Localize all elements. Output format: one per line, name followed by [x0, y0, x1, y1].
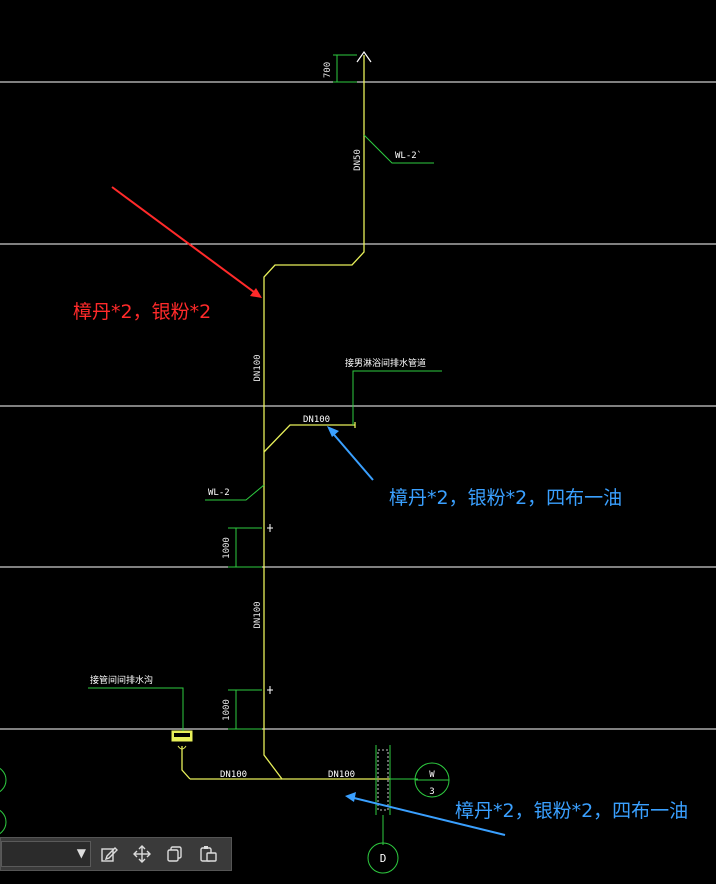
floor-drain-icon [171, 730, 193, 750]
axis-bubble-left-2 [0, 809, 7, 835]
paste-icon [200, 846, 217, 862]
pipe-dn50-label: DN50 [353, 149, 363, 171]
layer-dropdown[interactable]: ▼ [1, 841, 91, 867]
pipe-tag-wl2p: WL-2` [395, 150, 422, 161]
floor-drain-pipe [181, 746, 191, 780]
copy-button[interactable] [160, 840, 190, 868]
move-icon [133, 845, 151, 863]
move-button[interactable] [127, 840, 157, 868]
dim-top-label: 700 [323, 62, 333, 78]
leader-wl2p [363, 134, 434, 164]
blue-annotation-text-1: 樟丹*2，银粉*2，四布一油 [389, 487, 622, 509]
vent-arrow-icon [356, 50, 372, 63]
leader-connect [352, 370, 442, 425]
axis-w-number: 3 [429, 787, 434, 797]
floor-drain-note: 接管间间排水沟 [90, 674, 153, 686]
chevron-down-icon: ▼ [76, 846, 86, 860]
dim-middle-label: 1000 [222, 537, 232, 559]
axis-w-label: W [429, 770, 435, 780]
edit-button[interactable] [94, 840, 124, 868]
leader-floor-drain [88, 687, 184, 731]
ticks [267, 524, 273, 694]
pipe-dn100-branch: DN100 [303, 415, 330, 425]
axis-bubble-left-1 [0, 767, 7, 793]
leaders [88, 54, 442, 845]
floor-lines [0, 81, 716, 730]
paste-button[interactable] [193, 840, 223, 868]
cad-toolbar: ▼ [0, 837, 232, 871]
pipe-dn100-vertical-upper: DN100 [253, 354, 263, 381]
blue-annotation-arrow-1 [327, 426, 374, 481]
red-annotation-arrow [111, 186, 262, 298]
axis-bubble-w [414, 762, 450, 798]
connect-note: 接男淋浴间排水管道 [345, 357, 426, 369]
axis-bubble-d [367, 842, 399, 874]
pipe-run [181, 55, 390, 780]
pipe-tag-wl2: WL-2 [208, 488, 230, 498]
main-riser-pipe [263, 55, 390, 780]
branch-pipe-dn100 [263, 424, 355, 453]
blue-annotation-arrow-2 [345, 792, 506, 836]
edit-icon [101, 847, 118, 862]
dim-lower-label: 1000 [222, 699, 232, 721]
leader-wl2 [205, 484, 265, 501]
pipe-dn100-bottom-right: DN100 [328, 770, 355, 780]
blue-annotation-text-2: 樟丹*2，银粉*2，四布一油 [455, 800, 688, 822]
copy-icon [167, 846, 182, 862]
pipe-dn100-vertical-lower: DN100 [253, 601, 263, 628]
red-annotation-text: 樟丹*2，银粉*2 [73, 301, 211, 323]
pipe-dn100-bottom-left: DN100 [220, 770, 247, 780]
axis-d-label: D [380, 852, 387, 865]
